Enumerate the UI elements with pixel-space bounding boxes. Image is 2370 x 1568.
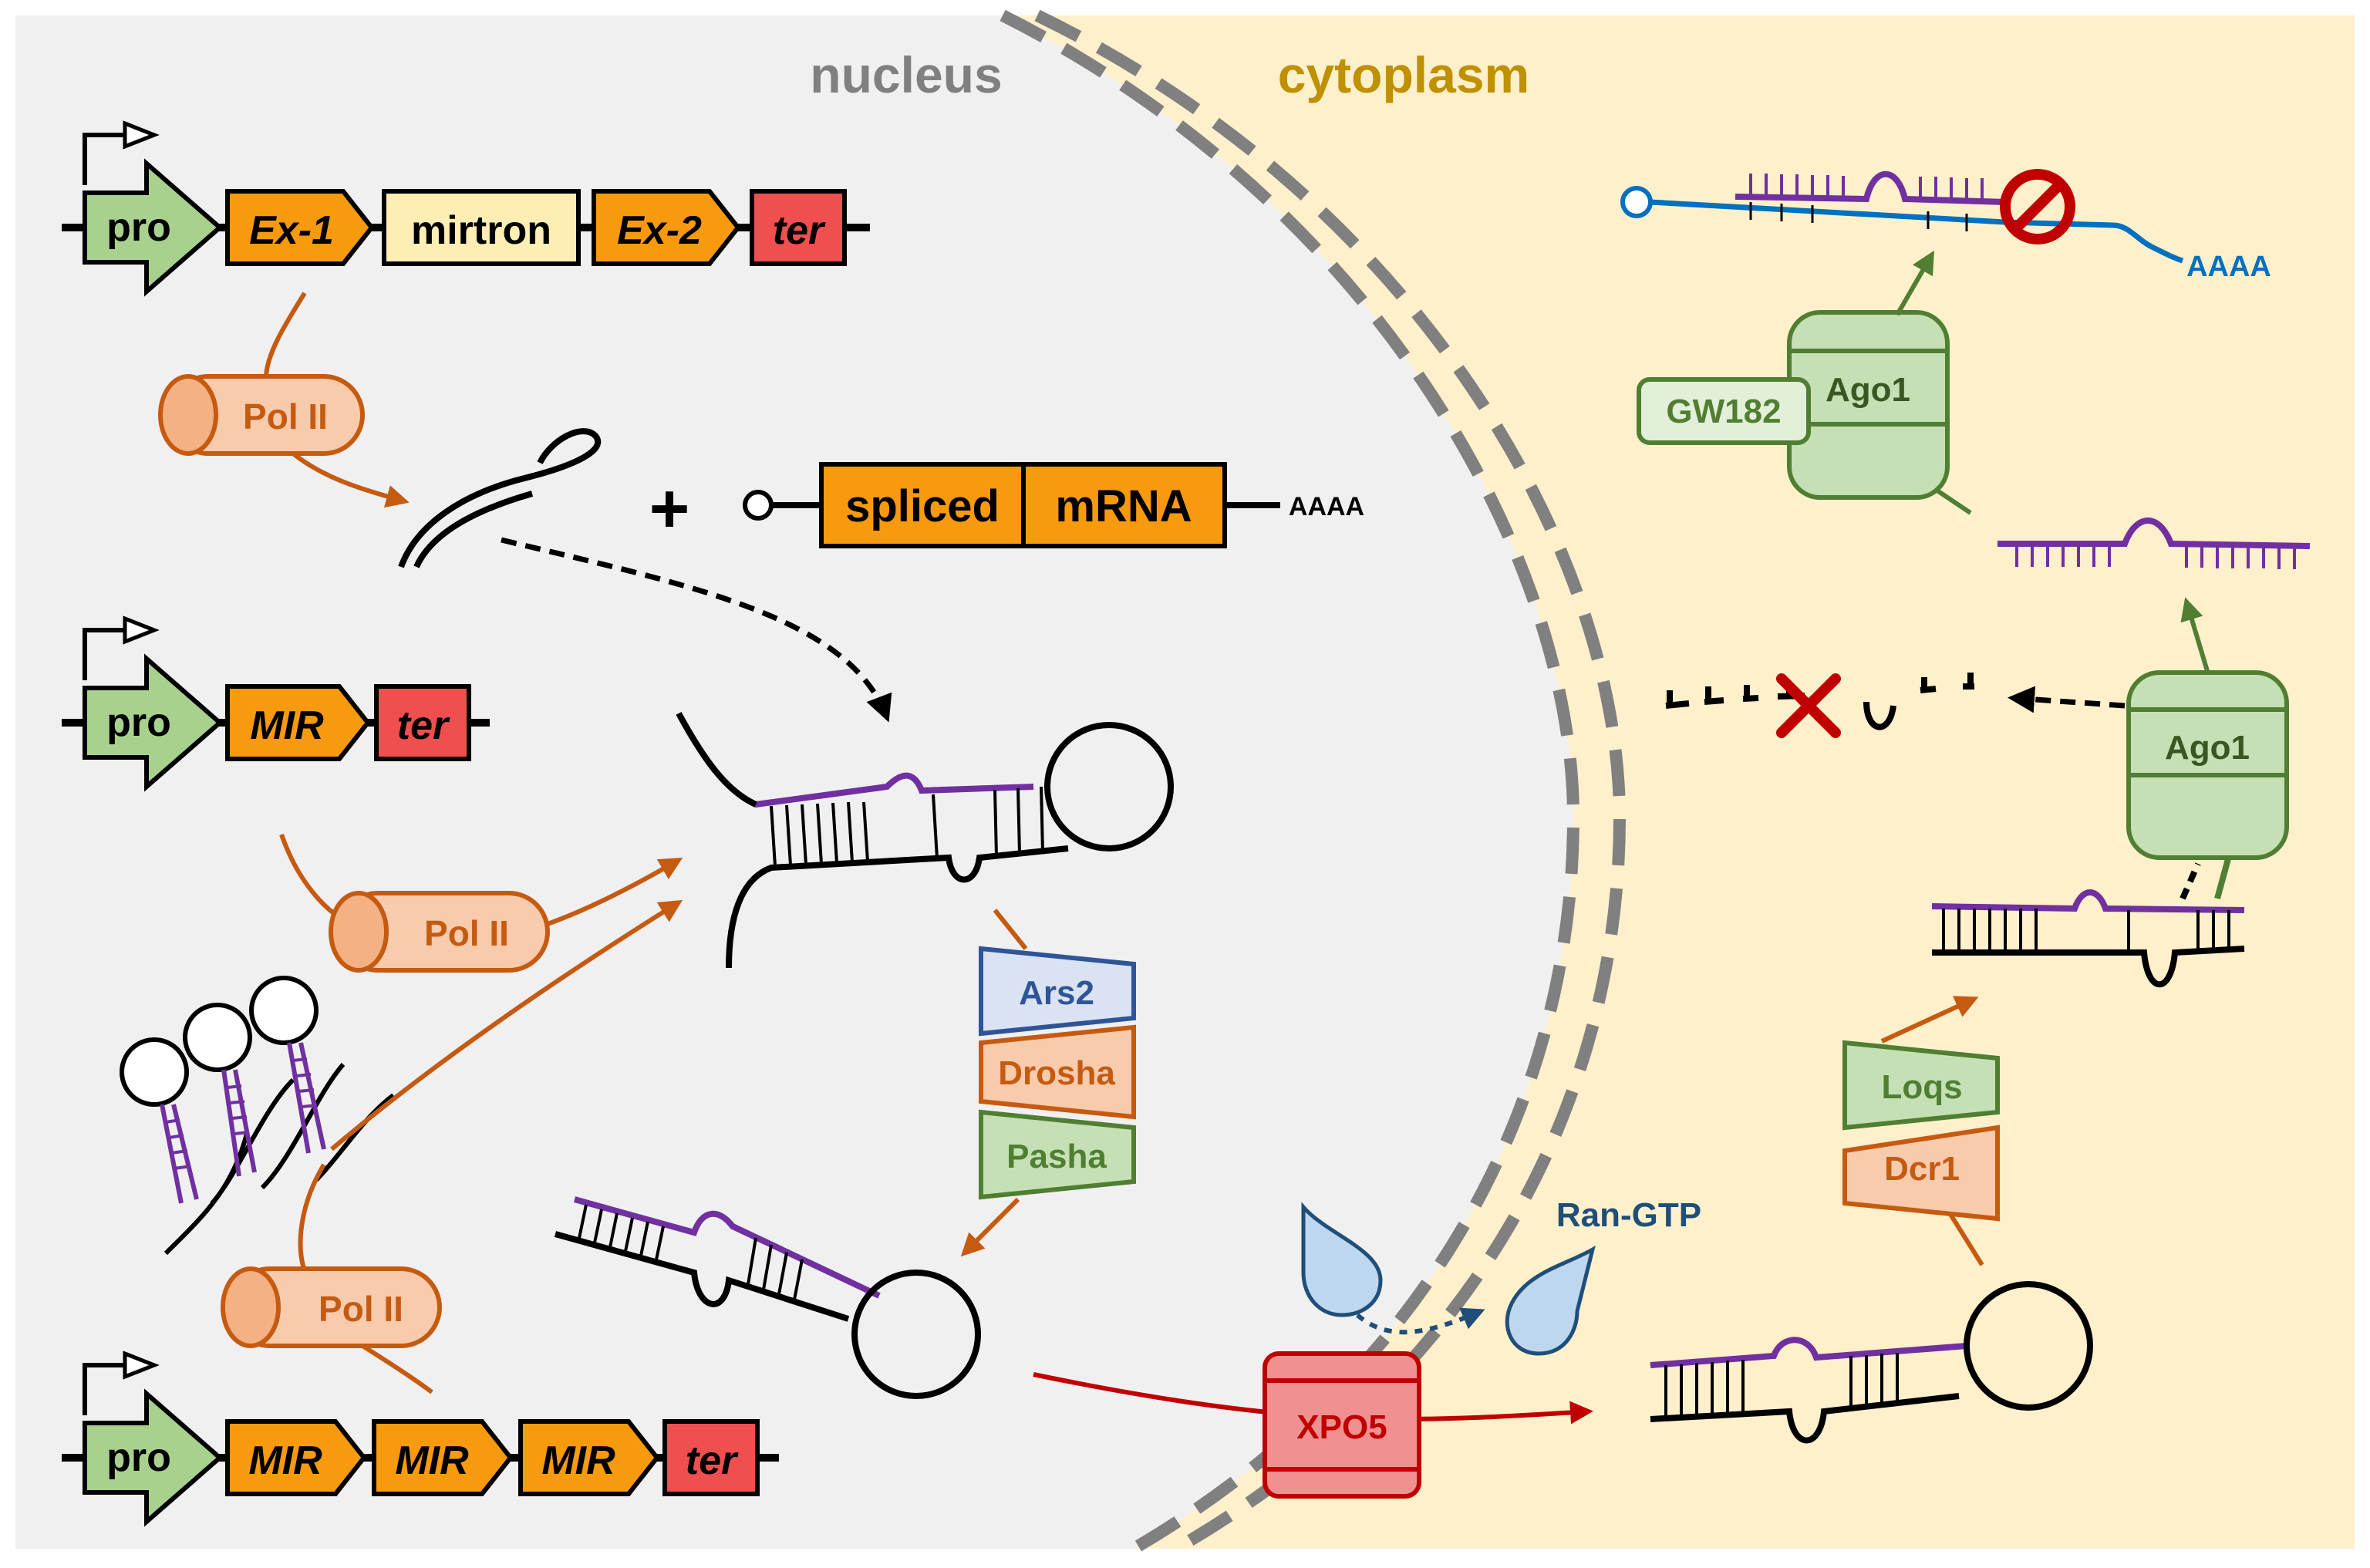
ago1-lower-label: Ago1 <box>2165 729 2250 767</box>
promoter-label-3: pro <box>106 1435 171 1480</box>
terminator-label: ter <box>773 208 826 253</box>
mirna-duplex <box>1931 889 2245 988</box>
pol2-2-label: Pol II <box>424 913 509 953</box>
mirtron-label: mirtron <box>411 208 551 253</box>
exon-1-box <box>225 189 375 266</box>
cytoplasm-label: cytoplasm <box>1278 46 1529 103</box>
pol2-1: Pol II <box>158 374 365 456</box>
spliced-label: spliced <box>845 481 1000 531</box>
mir-cluster-label-2: MIR <box>395 1438 469 1483</box>
loqs-label: Loqs <box>1881 1068 1962 1106</box>
nuclear-envelope-inner <box>1000 9 1580 1554</box>
mir-cluster-label-1: MIR <box>248 1438 322 1483</box>
risc-complex: Ago1 GW182 <box>1637 310 1950 500</box>
terminator-box <box>750 189 847 266</box>
mature-mirna <box>1997 518 2311 569</box>
mrna-label: mRNA <box>1055 481 1192 531</box>
xpo5-label: XPO5 <box>1296 1408 1387 1446</box>
plus-sign: + <box>649 470 690 548</box>
ran-gtp-nuclear <box>1301 1202 1383 1317</box>
ars2-label: Ars2 <box>1019 974 1094 1012</box>
nucleus-label: nucleus <box>810 46 1002 103</box>
loqs-protein <box>1842 1040 2000 1131</box>
drosha-label: Drosha <box>998 1054 1115 1092</box>
gw182-label: GW182 <box>1666 393 1781 430</box>
mir-cluster-label-3: MIR <box>541 1438 615 1483</box>
mir-label-2: MIR <box>250 703 324 748</box>
xpo5-exportin: XPO5 <box>1263 1351 1421 1499</box>
pri-mirna <box>676 712 1174 969</box>
gw182-protein <box>1637 377 1811 445</box>
mir-cluster-gene: pro MIR MIR MIR ter <box>62 1351 779 1527</box>
terminator-label-3: ter <box>686 1438 739 1483</box>
pasha-label: Pasha <box>1006 1138 1107 1175</box>
pasha-protein <box>979 1109 1136 1200</box>
pre-mirna-nucleus <box>554 1196 981 1399</box>
lariat-intron <box>398 428 602 568</box>
exon-1-label: Ex-1 <box>249 208 334 253</box>
nuclear-envelope-outer <box>1034 9 1627 1554</box>
ran-gtp-label: Ran-GTP <box>1556 1196 1701 1234</box>
ago1-upper-label: Ago1 <box>1826 371 1910 409</box>
promoter-box <box>83 158 224 297</box>
polya-tail-label: AAAA <box>1289 492 1364 521</box>
pol2-1-label: Pol II <box>243 396 328 437</box>
nucleus-region <box>15 15 1573 1549</box>
dcr1-label: Dcr1 <box>1884 1150 1960 1188</box>
exon-2-label: Ex-2 <box>617 208 702 253</box>
target-mrna: AAAA <box>1620 171 2271 283</box>
ars2-protein <box>979 946 1136 1037</box>
degradation-cross-icon <box>1776 673 1841 738</box>
pol2-2: Pol II <box>329 891 550 973</box>
drosha-protein <box>979 1024 1136 1120</box>
promoter-label-2: pro <box>106 700 171 745</box>
mirtron-box <box>382 189 581 266</box>
spliced-mrna: spliced mRNA AAAA <box>743 462 1364 548</box>
ago1-lower: Ago1 <box>2126 670 2289 860</box>
dcr1-protein <box>1842 1125 2000 1222</box>
promoter-label: pro <box>106 205 171 250</box>
terminator-label-2: ter <box>397 703 450 748</box>
degraded-passenger-strand <box>1665 673 1974 730</box>
pol2-3: Pol II <box>221 1266 442 1348</box>
dicer-complex: Loqs Dcr1 <box>1842 1040 2000 1222</box>
pre-mirna-cytoplasm <box>1650 1281 2093 1444</box>
pol2-3-label: Pol II <box>319 1289 403 1329</box>
exon-2-box <box>592 189 741 266</box>
pri-mirna-cluster <box>120 976 395 1256</box>
translation-inhibition-icon <box>2000 169 2075 244</box>
target-polya-label: AAAA <box>2186 251 2271 283</box>
mir-gene: pro MIR ter <box>62 615 490 792</box>
mirtron-gene: pro Ex-1 mirtron Ex-2 ter <box>62 120 870 297</box>
ran-gtp-cytoplasmic <box>1505 1245 1596 1356</box>
microprocessor-complex: Ars2 Drosha Pasha <box>979 946 1136 1200</box>
